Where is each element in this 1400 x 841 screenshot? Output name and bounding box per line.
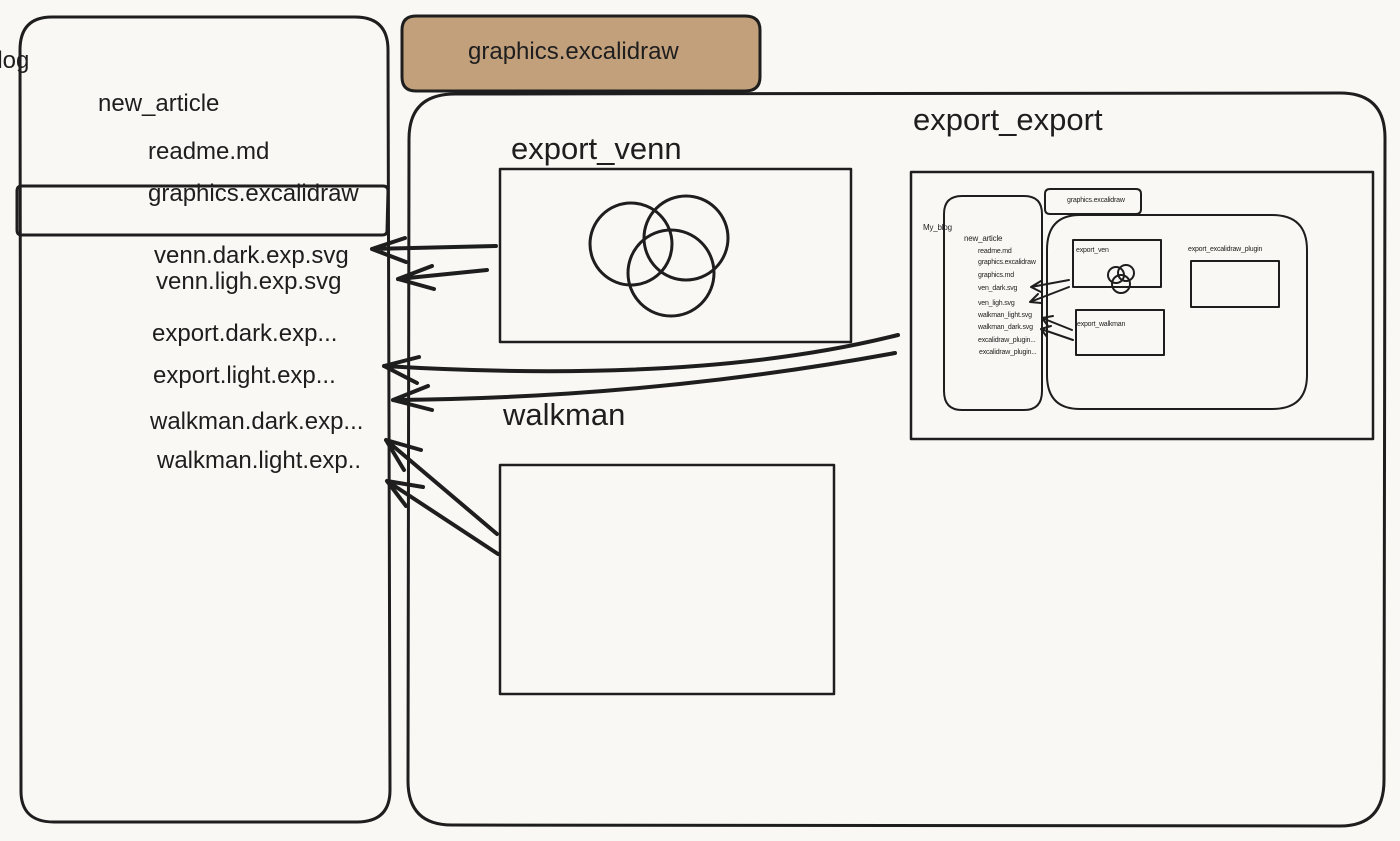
- thumb-venn-circle: [1111, 274, 1131, 294]
- arrow-walkman-light: [385, 479, 500, 556]
- thumb-frame-title-plugin: export_excalidraw_plugin: [1188, 246, 1263, 253]
- thumb-arrow: [1029, 286, 1070, 304]
- thumb-file-item: graphics.md: [978, 272, 1014, 279]
- thumb-arrow: [1040, 325, 1074, 341]
- arrow-export-dark: [382, 333, 900, 385]
- file-tree-folder-new-article[interactable]: new_article: [98, 90, 220, 117]
- frame-title-export[interactable]: export_export: [913, 102, 1103, 137]
- thumb-file-item: ven_ligh.svg: [978, 300, 1015, 307]
- thumb-file-item: readme.md: [978, 248, 1012, 255]
- thumb-venn-circle: [1117, 264, 1135, 282]
- frame-title-walkman[interactable]: walkman: [503, 397, 626, 432]
- export-frame: [909, 170, 1375, 441]
- thumb-plugin-frame: [1190, 260, 1280, 308]
- venn-circle-bottom: [626, 228, 716, 318]
- thumb-file-item: excalidraw_plugin...: [978, 337, 1036, 344]
- file-tree-panel: [18, 15, 392, 824]
- thumb-file-item: excalidraw_plugin...: [979, 349, 1037, 356]
- venn-circle-right: [642, 194, 730, 282]
- thumb-canvas-panel: [1046, 214, 1308, 410]
- venn-circle-left: [588, 201, 674, 287]
- file-tree-selection-highlight: [15, 184, 390, 237]
- main-canvas-panel: [406, 91, 1387, 828]
- thumb-frame-title-walkman: export_walkman: [1077, 321, 1126, 328]
- thumb-root-label: My_blog: [923, 223, 952, 232]
- thumb-file-item: ven_dark.svg: [978, 285, 1018, 292]
- arrow-venn-dark: [370, 236, 498, 264]
- thumb-walkman-frame: [1075, 309, 1165, 356]
- arrow-venn-light: [396, 264, 489, 291]
- file-tree-item[interactable]: walkman.dark.exp...: [150, 408, 364, 435]
- file-tree-item[interactable]: venn.dark.exp.svg: [154, 242, 349, 269]
- file-tree-root-label[interactable]: blog: [0, 47, 30, 74]
- thumb-venn-frame: [1072, 239, 1162, 288]
- file-tree-item[interactable]: walkman.light.exp..: [157, 447, 362, 474]
- tab-graphics-excalidraw[interactable]: graphics.excalidraw: [468, 38, 679, 65]
- thumb-file-item: graphics.excalidraw: [978, 259, 1036, 266]
- tab-background: [400, 14, 762, 93]
- arrows: [370, 236, 900, 556]
- file-tree-item[interactable]: readme.md: [148, 138, 270, 165]
- file-tree-item-selected[interactable]: graphics.excalidraw: [148, 180, 359, 207]
- thumb-tab-label: graphics.excalidraw: [1067, 197, 1125, 204]
- arrow-walkman-dark: [384, 438, 499, 536]
- thumb-arrow: [1030, 279, 1070, 293]
- file-tree-item[interactable]: export.light.exp...: [153, 362, 336, 389]
- walkman-frame: [498, 463, 836, 696]
- venn-diagram: [588, 194, 730, 318]
- thumb-arrow: [1041, 315, 1073, 331]
- frame-title-venn[interactable]: export_venn: [511, 131, 682, 166]
- thumb-folder-label: new_article: [964, 234, 1003, 243]
- export-thumbnail: [943, 188, 1308, 411]
- venn-frame: [498, 167, 853, 344]
- arrow-export-light: [391, 351, 897, 412]
- thumb-frame-title-venn: export_ven: [1076, 247, 1109, 254]
- file-tree-item[interactable]: venn.ligh.exp.svg: [156, 268, 342, 295]
- file-tree-item[interactable]: export.dark.exp...: [152, 320, 338, 347]
- thumb-file-item: walkman_dark.svg: [978, 324, 1033, 331]
- thumb-file-panel: [943, 195, 1043, 411]
- thumb-file-item: walkman_light.svg: [978, 312, 1032, 319]
